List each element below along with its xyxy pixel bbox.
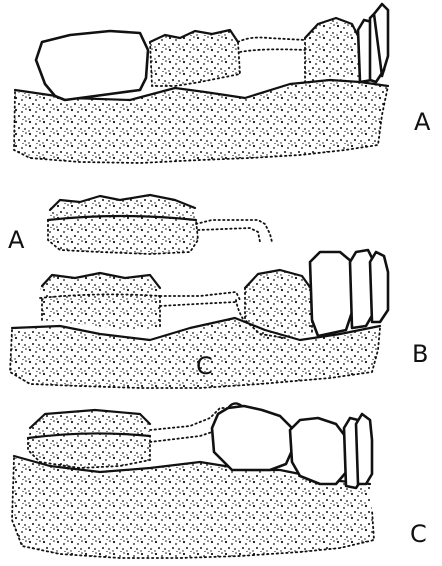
panel-label-c: C [410,520,427,548]
tooth-c-4 [356,414,372,484]
tooth-a-left [36,31,148,100]
tooth-b-3 [370,252,388,322]
bridge-piece-a: A [8,195,272,254]
panel-b: C B [10,250,428,388]
crown-b-right [245,270,312,338]
bridge-wire-a [196,220,272,242]
panel-c: C [12,403,427,558]
panel-label-b: B [412,340,428,368]
panel-label-a: A [414,108,431,136]
bridge-connector-a [238,38,305,53]
tooth-c-2 [290,418,348,484]
gum-letter-c: C [196,352,213,380]
tooth-b-1 [310,252,354,336]
pontic-c [28,410,150,468]
bridge-label-a: A [8,226,25,254]
crown-b-left [40,273,160,330]
bridge-connector-b [160,292,240,306]
panel-a: A [14,4,431,163]
crown-a-left [150,30,240,86]
bridge-pontic-a [48,195,198,254]
tooth-c-1 [212,406,294,470]
